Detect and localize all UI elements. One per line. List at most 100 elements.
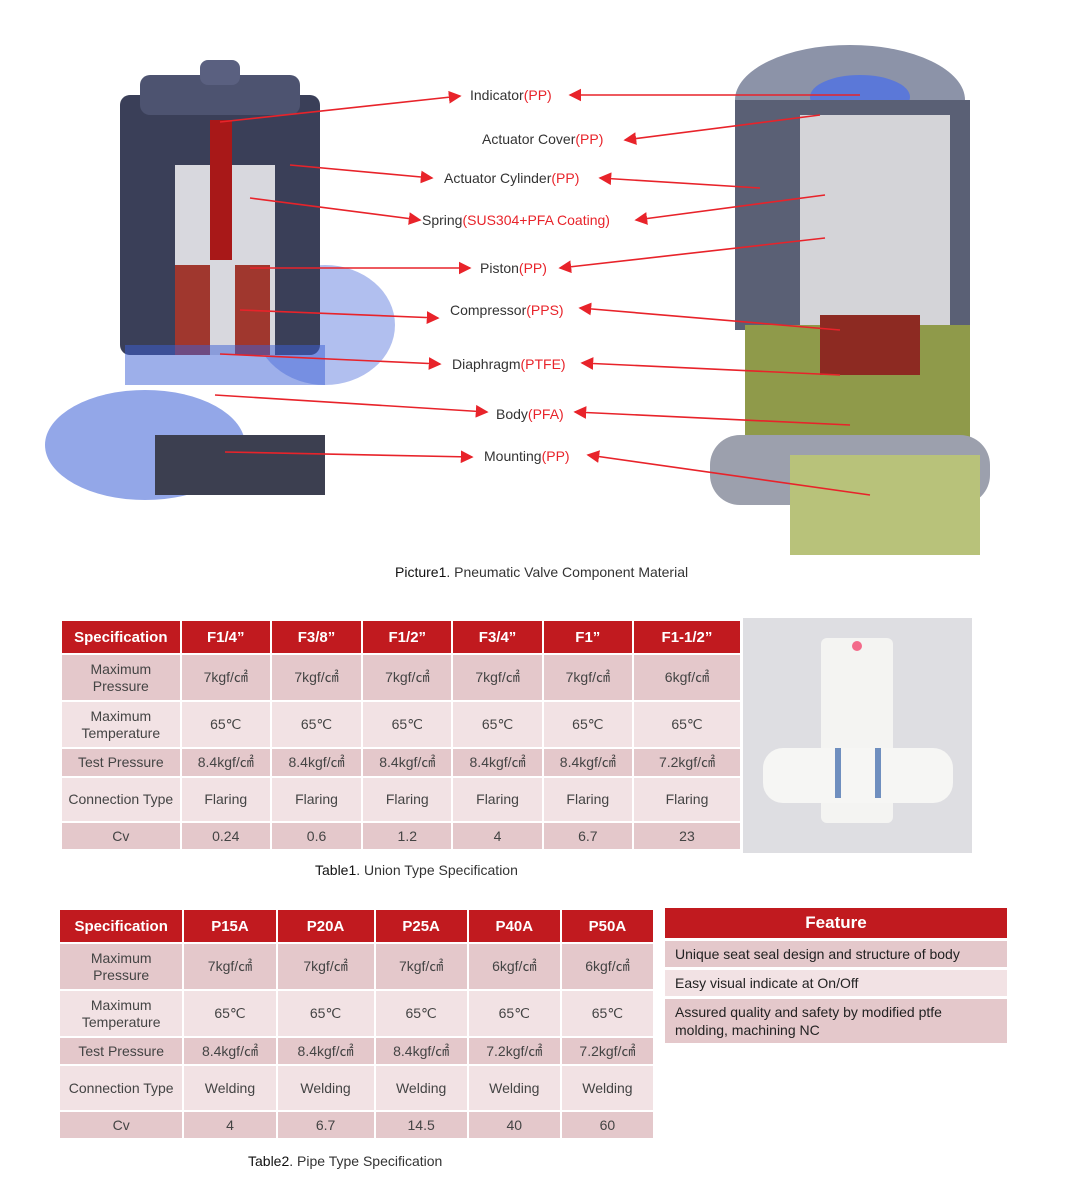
caption-prefix: Table2 — [248, 1153, 290, 1169]
header-cell: P50A — [561, 910, 653, 942]
cell: Flaring — [271, 778, 362, 821]
header-cell: Specification — [60, 910, 183, 942]
row-label: Cv — [60, 1112, 183, 1138]
cell: Welding — [375, 1066, 467, 1110]
cell: Welding — [561, 1066, 653, 1110]
label-piston: Piston(PP) — [480, 260, 547, 276]
feature-title: Feature — [665, 908, 1007, 938]
part-name: Compressor — [450, 302, 527, 318]
cell: 7.2kgf/㎠ — [468, 1038, 560, 1064]
row-label: Test Pressure — [60, 1038, 183, 1064]
cell: 7kgf/㎠ — [453, 655, 542, 700]
part-material: (PP) — [518, 260, 547, 276]
cell: 1.2 — [363, 823, 452, 849]
feature-table: Feature Unique seat seal design and stru… — [665, 908, 1007, 1046]
part-name: Diaphragm — [452, 356, 521, 372]
cell: 7kgf/㎠ — [543, 655, 632, 700]
cell: 65℃ — [363, 702, 452, 747]
cell: 8.4kgf/㎠ — [363, 749, 452, 776]
product-photo — [743, 618, 972, 853]
label-indicator: Indicator(PP) — [470, 87, 552, 103]
row-label: Test Pressure — [62, 749, 180, 776]
cell: 6.7 — [543, 823, 632, 849]
caption-text: . Union Type Specification — [356, 862, 518, 878]
row-label: Connection Type — [62, 778, 180, 821]
caption-text: . Pneumatic Valve Component Material — [446, 564, 689, 580]
cell: 4 — [453, 823, 542, 849]
cell: 65℃ — [375, 991, 467, 1036]
picture-caption: Picture1. Pneumatic Valve Component Mate… — [395, 564, 688, 580]
row-label: Cv — [62, 823, 180, 849]
part-name: Body — [496, 406, 528, 422]
header-cell: F1-1/2” — [633, 621, 740, 653]
header-cell: P25A — [375, 910, 467, 942]
cell: 65℃ — [277, 991, 374, 1036]
header-cell: F3/4” — [453, 621, 542, 653]
cell: 14.5 — [375, 1112, 467, 1138]
part-material: (PTFE) — [520, 356, 566, 372]
cell: 6kgf/㎠ — [561, 944, 653, 989]
caption-prefix: Picture1 — [395, 564, 447, 580]
caption-prefix: Table1 — [315, 862, 357, 878]
feature-item: Unique seat seal design and structure of… — [665, 941, 1007, 967]
cell: 23 — [633, 823, 740, 849]
cell: 8.4kgf/㎠ — [181, 749, 270, 776]
cell: 0.24 — [181, 823, 270, 849]
cell: 6.7 — [277, 1112, 374, 1138]
header-cell: F3/8” — [271, 621, 362, 653]
part-material: (SUS304+PFA Coating) — [462, 212, 610, 228]
caption-text: . Pipe Type Specification — [289, 1153, 443, 1169]
cell: 8.4kgf/㎠ — [184, 1038, 276, 1064]
cell: 0.6 — [271, 823, 362, 849]
cell: 65℃ — [468, 991, 560, 1036]
cell: 7.2kgf/㎠ — [561, 1038, 653, 1064]
cell: 7kgf/㎠ — [375, 944, 467, 989]
feature-item: Easy visual indicate at On/Off — [665, 970, 1007, 996]
cell: 7.2kgf/㎠ — [633, 749, 740, 776]
label-mounting: Mounting(PP) — [484, 448, 570, 464]
label-body: Body(PFA) — [496, 406, 564, 422]
cell: 40 — [468, 1112, 560, 1138]
cell: 7kgf/㎠ — [363, 655, 452, 700]
header-cell: P20A — [277, 910, 374, 942]
label-diaphragm: Diaphragm(PTFE) — [452, 356, 566, 372]
part-name: Mounting — [484, 448, 542, 464]
table2-caption: Table2. Pipe Type Specification — [248, 1153, 442, 1169]
cell: 4 — [184, 1112, 276, 1138]
cell: Flaring — [453, 778, 542, 821]
row-label: Maximum Pressure — [60, 944, 183, 989]
part-name: Piston — [480, 260, 519, 276]
cell: 65℃ — [633, 702, 740, 747]
cell: Flaring — [363, 778, 452, 821]
cell: 60 — [561, 1112, 653, 1138]
cell: 6kgf/㎠ — [468, 944, 560, 989]
part-name: Indicator — [470, 87, 524, 103]
part-material: (PPS) — [526, 302, 564, 318]
cell: 6kgf/㎠ — [633, 655, 740, 700]
cell: Flaring — [543, 778, 632, 821]
cell: 7kgf/㎠ — [271, 655, 362, 700]
left-valve-cutaway-image — [45, 60, 395, 500]
cell: Welding — [277, 1066, 374, 1110]
part-name: Spring — [422, 212, 463, 228]
right-valve-cutaway-image — [710, 45, 990, 555]
row-label: Maximum Pressure — [62, 655, 180, 700]
cell: 8.4kgf/㎠ — [453, 749, 542, 776]
label-actuator-cover: Actuator Cover(PP) — [482, 131, 603, 147]
label-spring: Spring(SUS304+PFA Coating) — [422, 212, 610, 228]
cell: 65℃ — [561, 991, 653, 1036]
cell: 65℃ — [184, 991, 276, 1036]
label-actuator-cylinder: Actuator Cylinder(PP) — [444, 170, 579, 186]
cell: 7kgf/㎠ — [277, 944, 374, 989]
label-compressor: Compressor(PPS) — [450, 302, 564, 318]
callout-arrows — [214, 88, 871, 496]
part-material: (PP) — [551, 170, 580, 186]
cell: 7kgf/㎠ — [184, 944, 276, 989]
